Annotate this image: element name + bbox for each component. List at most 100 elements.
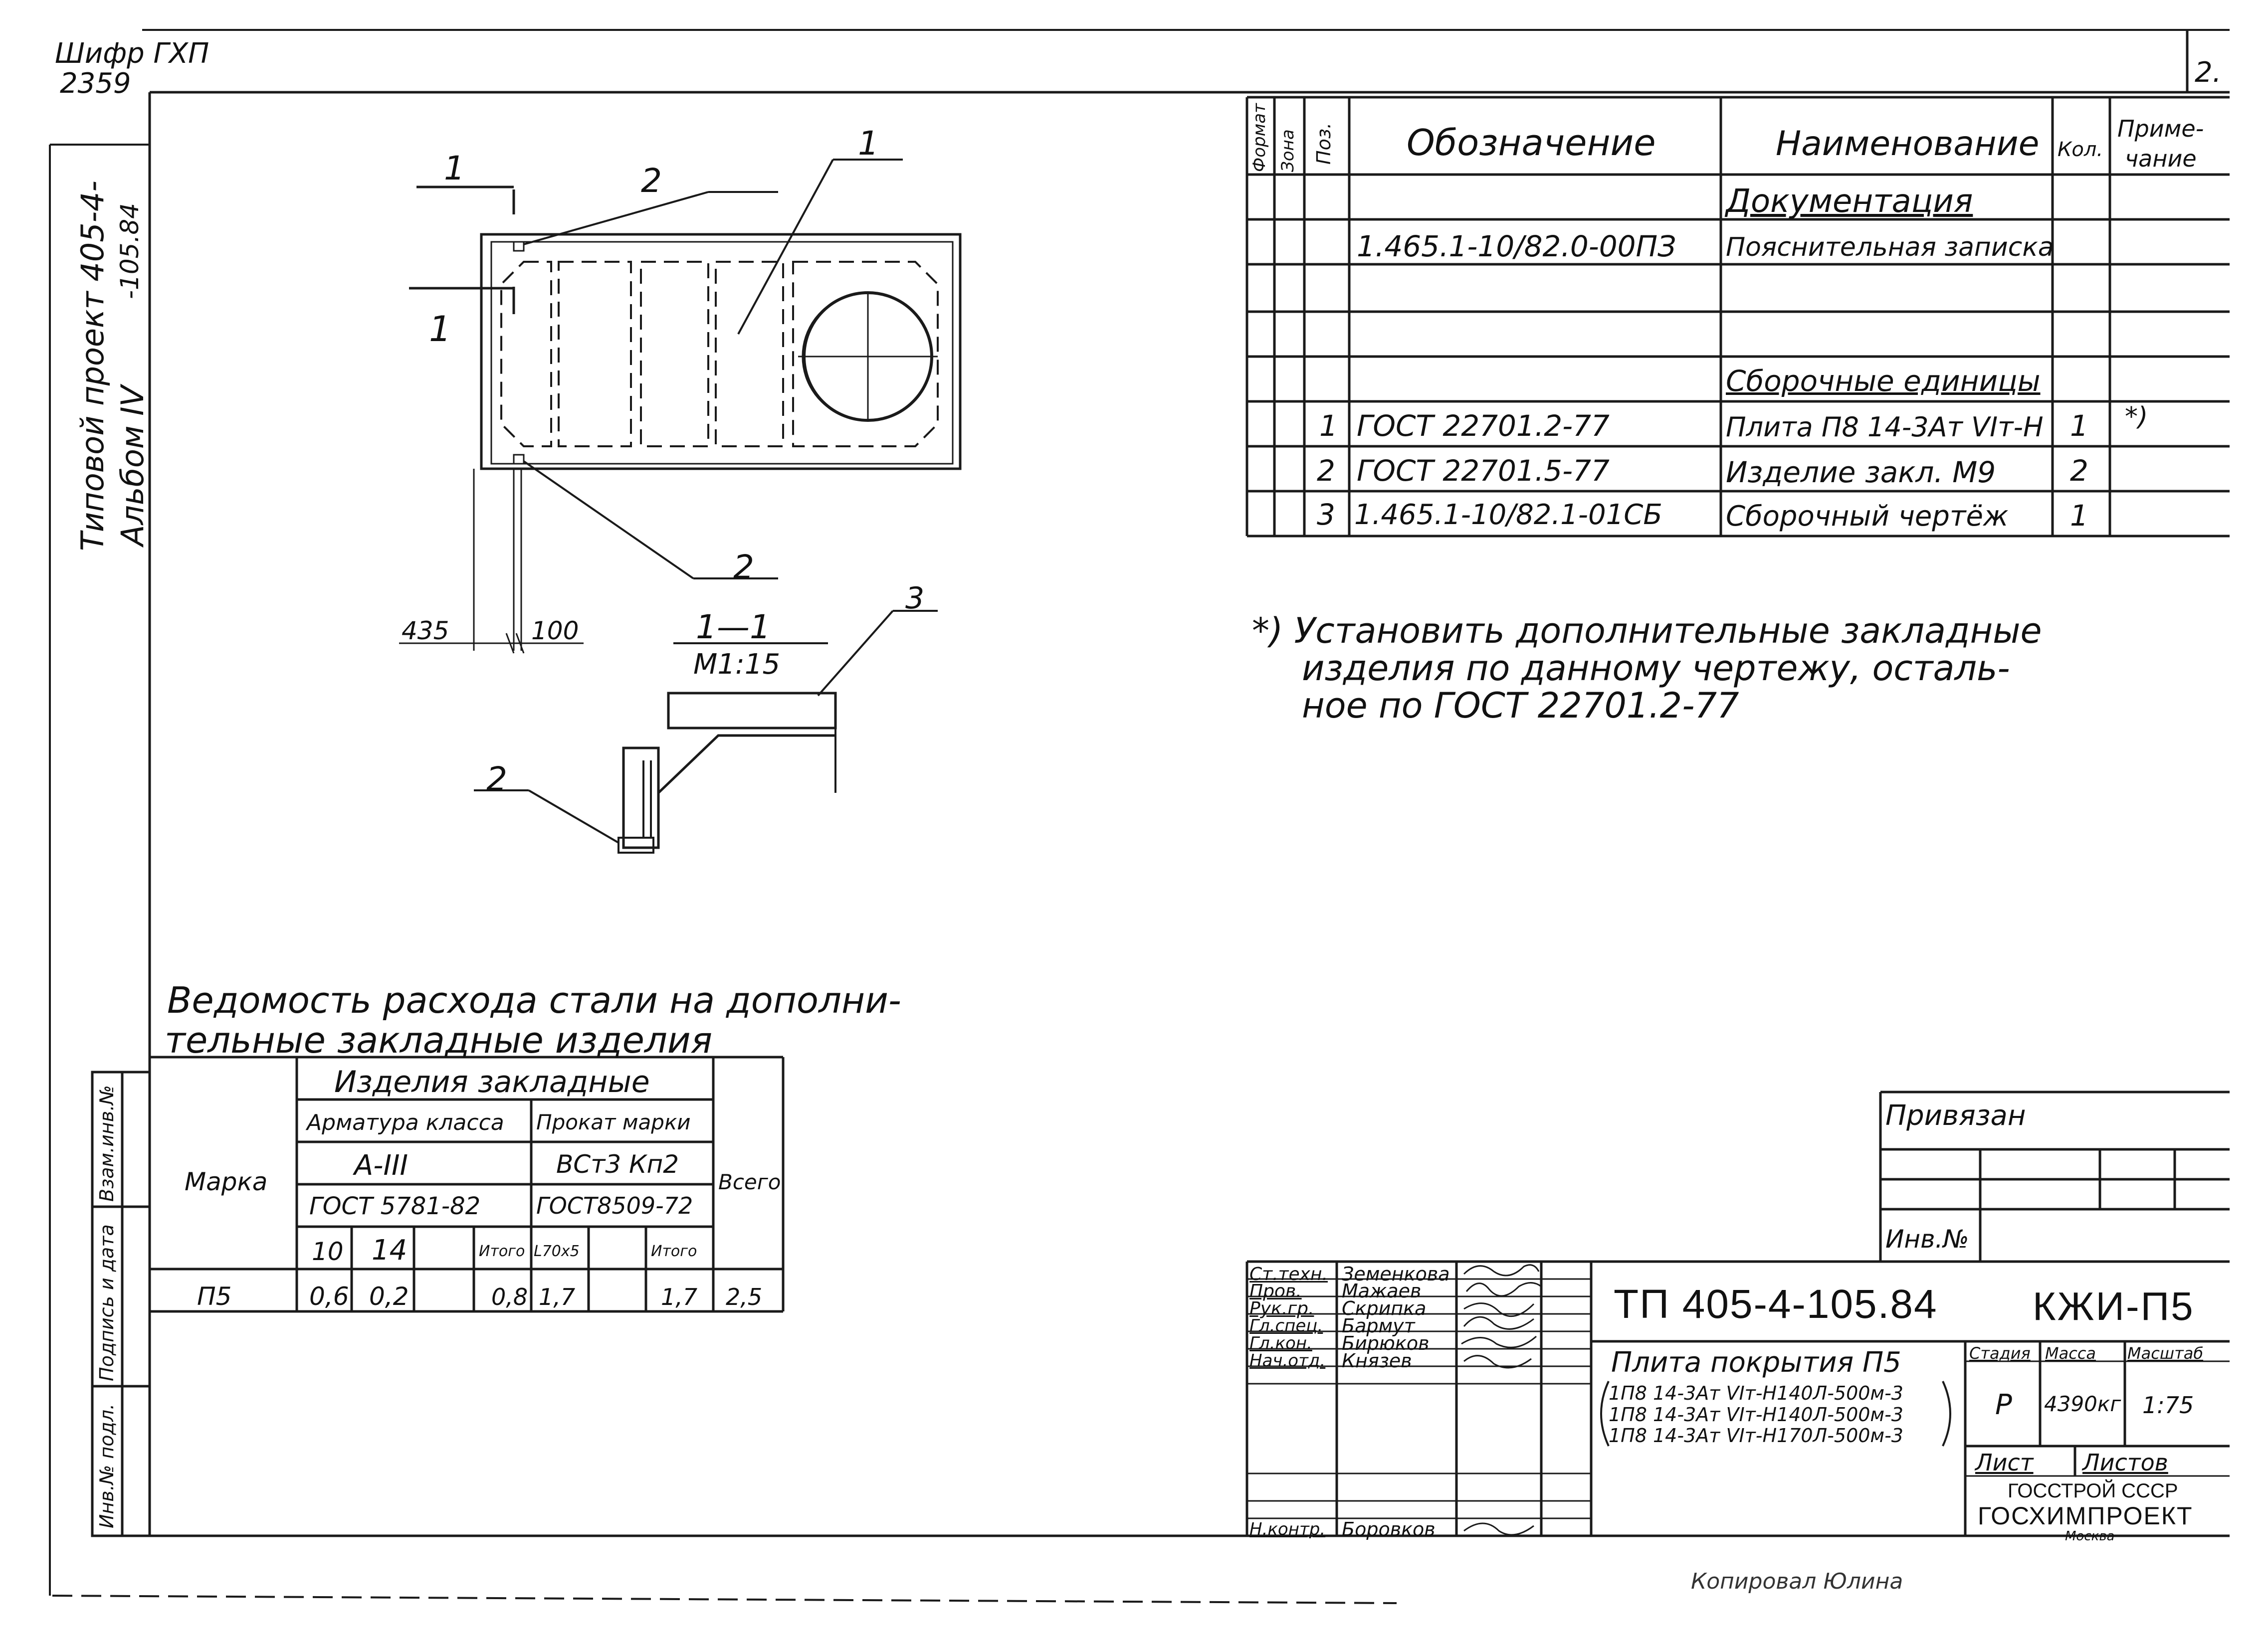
stamp-inv-original: Инв.№ подл. bbox=[96, 1403, 118, 1528]
steel-title-line-1: Ведомость расхода стали на дополни- bbox=[167, 979, 901, 1021]
steel-header-itogo-1: Итого bbox=[479, 1243, 525, 1260]
binding-label: Привязан bbox=[1885, 1099, 2026, 1132]
person-name: Скрипка bbox=[1342, 1297, 1427, 1319]
spec-row-designation: ГОСТ 22701.5-77 bbox=[1357, 454, 1610, 488]
spec-header-pos: Поз. bbox=[1313, 122, 1335, 165]
side-album: Альбом IV bbox=[114, 385, 151, 546]
steel-header-d10: 10 bbox=[312, 1237, 344, 1266]
slab-plan bbox=[399, 159, 962, 654]
callout-2-top: 2 bbox=[641, 162, 662, 200]
steel-header-d14: 14 bbox=[372, 1234, 408, 1267]
steel-row-itogo-1: 0,8 bbox=[491, 1283, 528, 1310]
steel-row-d14: 0,2 bbox=[369, 1282, 409, 1311]
steel-header-itogo-2: Итого bbox=[651, 1243, 697, 1260]
product-variant-1: 1П8 14-3Ат VIт-Н140Л-500м-3 bbox=[1609, 1382, 1903, 1404]
person-name: Земенкова bbox=[1342, 1263, 1450, 1285]
spec-row-designation: ГОСТ 22701.2-77 bbox=[1357, 409, 1610, 443]
section-label: 1—1 bbox=[696, 608, 771, 646]
spec-row-name: Пояснительная записка bbox=[1726, 232, 2054, 262]
person-name: Бармут bbox=[1342, 1315, 1415, 1337]
person-role: Пров. bbox=[1249, 1281, 1302, 1301]
product-title: Плита покрытия П5 bbox=[1611, 1346, 1901, 1379]
sheet-number: 2. bbox=[2195, 56, 2222, 89]
mass-value: 4390кг bbox=[2044, 1392, 2121, 1416]
steel-header-rolled-grade: ВСт3 Кп2 bbox=[556, 1150, 679, 1179]
sheets-header: Листов bbox=[2082, 1449, 2168, 1476]
steel-row-itogo-2: 1,7 bbox=[661, 1283, 698, 1310]
spec-row-name: Плита П8 14-3Ат VIт-Н bbox=[1726, 411, 2044, 443]
scale-header: Масштаб bbox=[2127, 1344, 2204, 1363]
copied-by: Копировал Юлина bbox=[1691, 1569, 1903, 1594]
section-view bbox=[474, 610, 938, 854]
stage-value: Р bbox=[1995, 1389, 2012, 1421]
binding-grid bbox=[1879, 1091, 2230, 1262]
spec-header-format: Формат bbox=[1249, 103, 1269, 172]
spec-row-name: Документация bbox=[1726, 183, 1973, 220]
steel-title-line-2: тельные закладные изделия bbox=[165, 1019, 712, 1061]
drawing-mark: КЖИ-П5 bbox=[2033, 1284, 2195, 1328]
steel-table-grid bbox=[150, 1056, 785, 1313]
person-name: Мажаев bbox=[1342, 1280, 1422, 1302]
steel-header-gost-rebar: ГОСТ 5781-82 bbox=[309, 1192, 481, 1220]
spec-header-qty: Кол. bbox=[2058, 138, 2103, 161]
dimension-435: 435 bbox=[402, 616, 449, 645]
steel-row-total: 2,5 bbox=[726, 1283, 763, 1310]
steel-row-d10: 0,6 bbox=[309, 1282, 349, 1311]
cipher-label: Шифр ГХП bbox=[55, 37, 209, 70]
spec-table-grid bbox=[1245, 96, 2230, 538]
callout-1-left: 1 bbox=[429, 309, 451, 350]
spec-row-note: *) bbox=[2125, 402, 2148, 432]
spec-row-qty: 2 bbox=[2070, 454, 2088, 488]
spec-header-designation: Обозначение bbox=[1407, 122, 1656, 164]
sheet-header: Лист bbox=[1975, 1449, 2034, 1476]
steel-header-total: Всего bbox=[718, 1170, 781, 1194]
drawing-code: ТП 405-4-105.84 bbox=[1614, 1282, 1938, 1327]
callout-3: 3 bbox=[905, 581, 925, 616]
callout-2-bottom: 2 bbox=[733, 548, 754, 586]
steel-header-items: Изделия закладные bbox=[334, 1065, 650, 1099]
callout-2-section: 2 bbox=[486, 760, 507, 798]
person-name: Бирюков bbox=[1342, 1332, 1430, 1354]
product-variant-2: 1П8 14-3Ат VIт-Н140Л-500м-3 bbox=[1609, 1404, 1903, 1426]
spec-header-note-2: чание bbox=[2125, 145, 2197, 172]
steel-row-mark: П5 bbox=[197, 1282, 232, 1311]
person-role: Рук.гр. bbox=[1249, 1298, 1314, 1319]
side-album-suffix: -105.84 bbox=[115, 203, 144, 299]
org-ministry: ГОССТРОЙ СССР bbox=[2008, 1480, 2178, 1502]
spec-row-name: Сборочные единицы bbox=[1726, 364, 2041, 398]
product-variant-3: 1П8 14-3Ат VIт-Н170Л-500м-3 bbox=[1609, 1425, 1903, 1447]
spec-row-name: Сборочный чертёж bbox=[1726, 500, 2009, 533]
spec-row-qty: 1 bbox=[2070, 499, 2088, 533]
spec-header-name: Наименование bbox=[1776, 124, 2040, 164]
spec-row-designation: 1.465.1-10/82.0-00ПЗ bbox=[1357, 229, 1676, 263]
person-name: Князев bbox=[1342, 1350, 1412, 1372]
mass-header: Масса bbox=[2045, 1344, 2096, 1363]
org-institute: ГОСХИМПРОЕКТ bbox=[1978, 1502, 2193, 1530]
person-role: Н.контр. bbox=[1249, 1519, 1326, 1539]
spec-header-note-1: Приме- bbox=[2117, 115, 2204, 142]
spec-row-name: Изделие закл. М9 bbox=[1726, 455, 1996, 489]
dimension-100: 100 bbox=[531, 616, 579, 645]
callout-1-right: 1 bbox=[858, 124, 879, 163]
side-project: Типовой проект 405-4- bbox=[74, 181, 111, 551]
left-stamp-grid bbox=[91, 1071, 151, 1537]
stage-header: Стадия bbox=[1969, 1344, 2031, 1363]
steel-header-gost-rolled: ГОСТ8509-72 bbox=[536, 1192, 693, 1219]
steel-header-rebar-class: А-III bbox=[354, 1149, 409, 1182]
person-role: Ст.техн. bbox=[1249, 1264, 1328, 1284]
person-name: Боровков bbox=[1342, 1518, 1436, 1540]
cipher-number: 2359 bbox=[60, 67, 131, 100]
footnote-line-1: *) Установить дополнительные закладные bbox=[1252, 610, 2042, 651]
footnote-line-3: ное по ГОСТ 22701.2-77 bbox=[1302, 685, 1739, 726]
person-role: Гл.спец. bbox=[1249, 1316, 1323, 1336]
spec-row-designation: 1.465.1-10/82.1-01СБ bbox=[1354, 499, 1662, 531]
steel-header-mark: Марка bbox=[185, 1167, 268, 1196]
title-block-grid bbox=[1245, 1260, 2230, 1536]
org-city: Москва bbox=[2065, 1529, 2115, 1544]
section-scale: М1:15 bbox=[693, 648, 781, 681]
binding-inv: Инв.№ bbox=[1885, 1225, 1969, 1254]
spec-row-pos: 3 bbox=[1317, 498, 1335, 532]
spec-row-pos: 2 bbox=[1317, 454, 1335, 488]
scale-value: 1:75 bbox=[2142, 1392, 2194, 1419]
